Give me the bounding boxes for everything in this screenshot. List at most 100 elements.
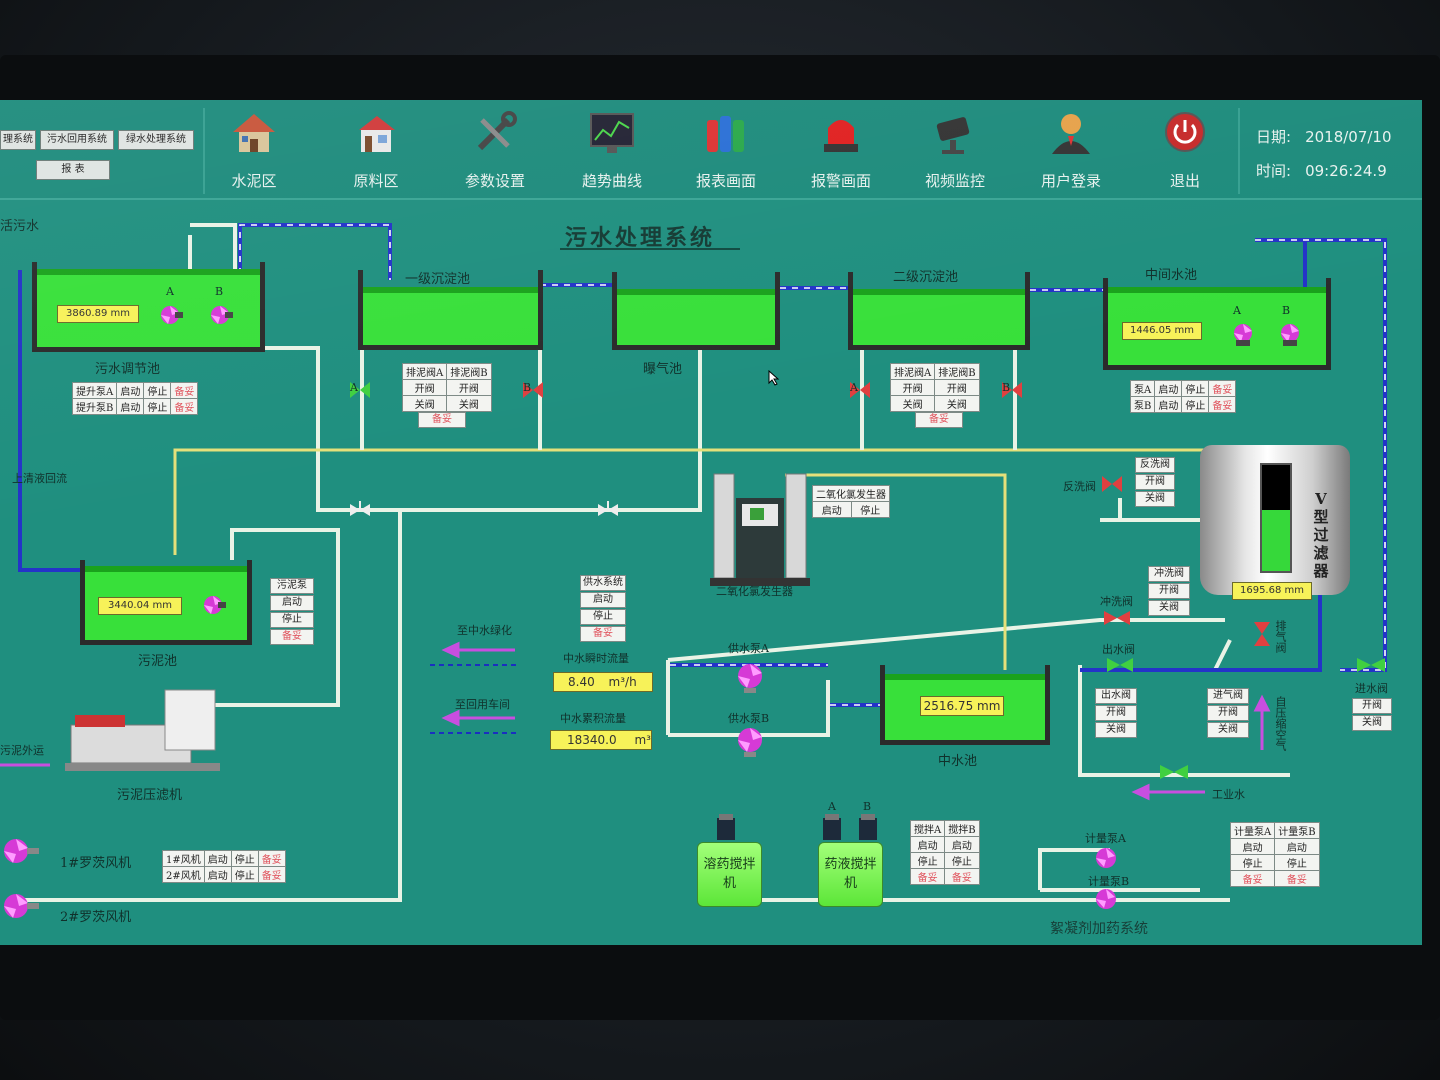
blower-1-icon[interactable] bbox=[0, 835, 40, 867]
ready-indicator: 备妥 bbox=[580, 626, 626, 642]
ready-indicator: 备妥 bbox=[944, 868, 980, 885]
tab-report[interactable]: 报 表 bbox=[36, 160, 110, 180]
stop-button[interactable]: 停止 bbox=[850, 501, 890, 518]
ready-indicator: 备妥 bbox=[418, 412, 466, 428]
start-button[interactable]: 启动 bbox=[909, 836, 946, 853]
close-button[interactable]: 关阀 bbox=[1135, 491, 1175, 507]
nav-trend-curves[interactable]: 趋势曲线 bbox=[564, 110, 660, 194]
total-flow-value: 18340.0 bbox=[567, 733, 617, 747]
close-button[interactable]: 关阀 bbox=[1352, 715, 1392, 731]
supply-pump-b-icon[interactable] bbox=[730, 722, 770, 758]
close-button[interactable]: 关阀 bbox=[401, 395, 448, 412]
chlorine-dioxide-generator-icon[interactable] bbox=[710, 468, 810, 592]
nav-video-monitor[interactable]: 视频监控 bbox=[907, 110, 1003, 194]
start-button[interactable]: 启动 bbox=[1274, 838, 1320, 855]
nav-exit[interactable]: 退出 bbox=[1137, 110, 1233, 194]
open-button[interactable]: 开阀 bbox=[401, 379, 448, 396]
open-button[interactable]: 开阀 bbox=[1148, 583, 1190, 599]
close-button[interactable]: 关阀 bbox=[1148, 600, 1190, 616]
tab-sewage-reuse[interactable]: 污水回用系统 bbox=[40, 130, 114, 150]
start-button[interactable]: 启动 bbox=[1154, 396, 1183, 413]
stop-button[interactable]: 停止 bbox=[270, 612, 314, 628]
valve-icon[interactable] bbox=[848, 378, 872, 402]
valve-name: 冲洗阀 bbox=[1148, 566, 1190, 582]
start-button[interactable]: 启动 bbox=[944, 836, 980, 853]
start-button[interactable]: 启动 bbox=[1229, 838, 1276, 855]
nav-cement-area[interactable]: 水泥区 bbox=[206, 110, 302, 194]
open-button[interactable]: 开阀 bbox=[1135, 474, 1175, 490]
control-row: 关阀关阀 bbox=[401, 395, 492, 412]
valve-icon[interactable] bbox=[521, 378, 545, 402]
nav-raw-material-area[interactable]: 原料区 bbox=[328, 110, 424, 194]
stop-button[interactable]: 停止 bbox=[944, 852, 980, 869]
metering-pump-a-icon[interactable] bbox=[1093, 845, 1119, 871]
open-button[interactable]: 开阀 bbox=[1207, 705, 1249, 721]
manual-valve-icon[interactable] bbox=[596, 500, 620, 520]
open-button[interactable]: 开阀 bbox=[446, 379, 492, 396]
industrial-water-valve-icon[interactable] bbox=[1158, 762, 1190, 782]
start-button[interactable]: 启动 bbox=[116, 382, 145, 399]
pump-b-label: B bbox=[215, 285, 224, 298]
intermediate-pump-a-icon[interactable] bbox=[1228, 318, 1258, 348]
stop-button[interactable]: 停止 bbox=[1181, 396, 1210, 413]
stop-button[interactable]: 停止 bbox=[143, 382, 172, 399]
intermediate-pump-b-icon[interactable] bbox=[1275, 318, 1305, 348]
open-button[interactable]: 开阀 bbox=[1095, 705, 1137, 721]
filter-press-icon[interactable] bbox=[65, 685, 220, 775]
control-row: 启动启动 bbox=[909, 836, 980, 853]
tab-treatment[interactable]: 理系统 bbox=[0, 130, 36, 150]
user-icon bbox=[1052, 114, 1090, 154]
toolbar-divider bbox=[203, 108, 205, 194]
open-button[interactable]: 开阀 bbox=[889, 379, 936, 396]
vent-valve-icon[interactable] bbox=[1250, 620, 1274, 648]
nav-parameter-settings[interactable]: 参数设置 bbox=[447, 110, 543, 194]
control-row: 2#风机启动停止备妥 bbox=[162, 866, 286, 883]
stop-button[interactable]: 停止 bbox=[143, 398, 172, 415]
stop-button[interactable]: 停止 bbox=[909, 852, 946, 869]
valve-icon[interactable] bbox=[348, 378, 372, 402]
lift-pump-a-icon[interactable] bbox=[155, 300, 185, 330]
stop-button[interactable]: 停止 bbox=[230, 850, 259, 867]
nav-report-view[interactable]: 报表画面 bbox=[678, 110, 774, 194]
flush-valve-icon[interactable] bbox=[1102, 608, 1132, 628]
pump-name: 提升泵A bbox=[71, 382, 118, 399]
valve-icon[interactable] bbox=[1000, 378, 1024, 402]
stop-button[interactable]: 停止 bbox=[1181, 380, 1210, 397]
open-button[interactable]: 开阀 bbox=[934, 379, 980, 396]
supply-pump-a-icon[interactable] bbox=[730, 658, 770, 694]
ready-indicator: 备妥 bbox=[170, 382, 199, 399]
nav-alarm-view[interactable]: 报警画面 bbox=[793, 110, 889, 194]
manual-valve-icon[interactable] bbox=[348, 500, 372, 520]
blower-2-icon[interactable] bbox=[0, 890, 40, 922]
tank-water bbox=[363, 287, 538, 345]
backwash-valve-icon[interactable] bbox=[1100, 472, 1124, 496]
stop-button[interactable]: 停止 bbox=[580, 609, 626, 625]
start-button[interactable]: 启动 bbox=[1154, 380, 1183, 397]
start-button[interactable]: 启动 bbox=[203, 866, 232, 883]
tab-green-water[interactable]: 绿水处理系统 bbox=[118, 130, 194, 150]
outlet-valve-icon[interactable] bbox=[1105, 655, 1135, 675]
start-button[interactable]: 启动 bbox=[116, 398, 145, 415]
start-button[interactable]: 启动 bbox=[270, 595, 314, 611]
dosing-mixer-tank: 药液搅拌机 bbox=[818, 842, 883, 907]
stop-button[interactable]: 停止 bbox=[230, 866, 259, 883]
close-button[interactable]: 关阀 bbox=[889, 395, 936, 412]
inlet-valve-icon[interactable] bbox=[1355, 655, 1387, 675]
close-button[interactable]: 关阀 bbox=[1207, 722, 1249, 738]
close-button[interactable]: 关阀 bbox=[934, 395, 980, 412]
close-button[interactable]: 关阀 bbox=[446, 395, 492, 412]
filter-level-gauge bbox=[1260, 463, 1292, 573]
stop-button[interactable]: 停止 bbox=[1229, 854, 1276, 871]
stop-button[interactable]: 停止 bbox=[1274, 854, 1320, 871]
metering-pump-b-label: 计量泵B bbox=[1088, 875, 1130, 888]
metering-pump-b-icon[interactable] bbox=[1093, 886, 1119, 912]
open-button[interactable]: 开阀 bbox=[1352, 698, 1392, 714]
start-button[interactable]: 启动 bbox=[812, 501, 852, 518]
lift-pump-b-icon[interactable] bbox=[205, 300, 235, 330]
close-button[interactable]: 关阀 bbox=[1095, 722, 1137, 738]
start-button[interactable]: 启动 bbox=[580, 592, 626, 608]
nav-user-login[interactable]: 用户登录 bbox=[1023, 110, 1119, 194]
sludge-pump-icon[interactable] bbox=[198, 590, 228, 620]
start-button[interactable]: 启动 bbox=[203, 850, 232, 867]
